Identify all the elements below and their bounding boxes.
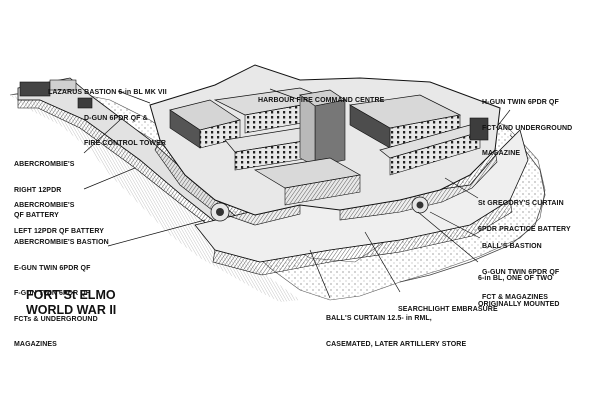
label-harbour-fire-command-centre: HARBOUR FIRE COMMAND CENTRE <box>258 97 385 104</box>
label-searchlight-embrasure: SEARCHLIGHT EMBRASURE <box>398 306 498 313</box>
title-line-1: FORT St ELMO <box>26 288 116 302</box>
inner-barracks <box>77 87 489 222</box>
outer-terrace <box>194 129 529 276</box>
label-h-gun: H-GUN TWIN 6PDR QF FCT AND UNDERGROUND M… <box>482 99 573 157</box>
label-st-gregorys-curtain: St GREGORY'S CURTAIN 6PDR PRACTICE BATTE… <box>478 200 571 233</box>
label-abercrombies-right-battery: ABERCROMBIE'S RIGHT 12PDR QF BATTERY <box>14 161 75 219</box>
title-line-2: WORLD WAR II <box>26 303 117 317</box>
label-lazarus-bastion: LAZARUS BASTION 6-in BL MK VII D-GUN 6PD… <box>48 89 167 147</box>
label-abercrombies-left-battery: ABERCROMBIE'S LEFT 12PDR QF BATTERY <box>14 202 104 235</box>
diagram-title: FORT St ELMO WORLD WAR II <box>26 288 116 318</box>
callout-leader-lines <box>83 88 511 299</box>
label-balls-curtain: BALL'S CURTAIN 12.5- in RML, CASEMATED, … <box>326 315 467 348</box>
label-six-in-bl: 6-in BL, ONE OF TWO ORIGINALLY MOUNTED <box>478 275 560 308</box>
label-balls-bastion: BALL'S BASTION G-GUN TWIN 6PDR QF FCT & … <box>482 243 560 301</box>
label-abercrombies-bastion: ABERCROMBIE'S BASTION E-GUN TWIN 6PDR QF… <box>14 239 109 348</box>
